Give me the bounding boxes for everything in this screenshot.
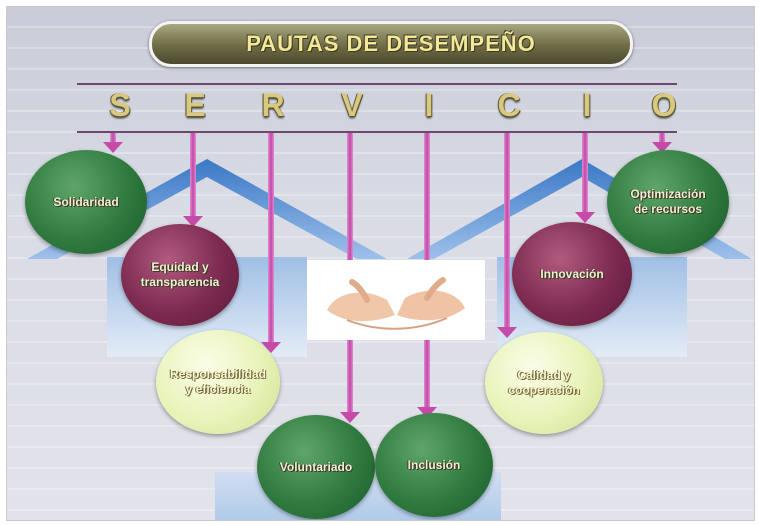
value-label: Responsabilidad y eficiencia (169, 367, 267, 396)
value-label: Innovación (540, 266, 604, 281)
arrow-i-2 (575, 133, 595, 223)
letter-o: O (651, 87, 677, 123)
arrow-r (261, 133, 281, 353)
letter-v: V (341, 87, 363, 123)
value-equidad-transparencia: Equidad y transparencia (121, 224, 239, 326)
value-label: Calidad y cooperación (508, 368, 580, 397)
letter-s: S (109, 87, 131, 123)
value-innovacion: Innovación (512, 222, 632, 326)
cupped-hands-icon (327, 277, 465, 330)
value-label: Inclusión (407, 457, 461, 472)
diagram-canvas: PAUTAS DE DESEMPEÑO S E R V I C I O Soli… (6, 6, 755, 521)
letter-i-2: I (582, 87, 592, 123)
value-calidad-cooperacion: Calidad y cooperación (485, 332, 603, 434)
bottom-rule (77, 131, 677, 133)
letter-r: R (261, 87, 285, 123)
arrow-c (497, 133, 517, 338)
hands-image (307, 260, 485, 340)
value-label: Optimización de recursos (630, 187, 706, 216)
value-voluntariado: Voluntariado (257, 415, 375, 519)
value-solidaridad: Solidaridad (25, 150, 147, 254)
value-optimizacion-recursos: Optimización de recursos (607, 150, 729, 254)
title-banner: PAUTAS DE DESEMPEÑO (149, 21, 633, 67)
value-label: Voluntariado (279, 459, 353, 474)
arrow-s (103, 133, 123, 153)
top-rule (77, 83, 677, 85)
arrow-o (652, 133, 672, 153)
letter-c: C (497, 87, 521, 123)
value-inclusion: Inclusión (375, 413, 493, 517)
letter-e: E (184, 87, 206, 123)
value-label: Equidad y transparencia (140, 260, 220, 289)
value-responsabilidad-eficiencia: Responsabilidad y eficiencia (156, 330, 280, 434)
page-title: PAUTAS DE DESEMPEÑO (246, 31, 536, 56)
value-label: Solidaridad (53, 194, 119, 209)
letter-i: I (424, 87, 434, 123)
arrow-e (183, 133, 203, 227)
